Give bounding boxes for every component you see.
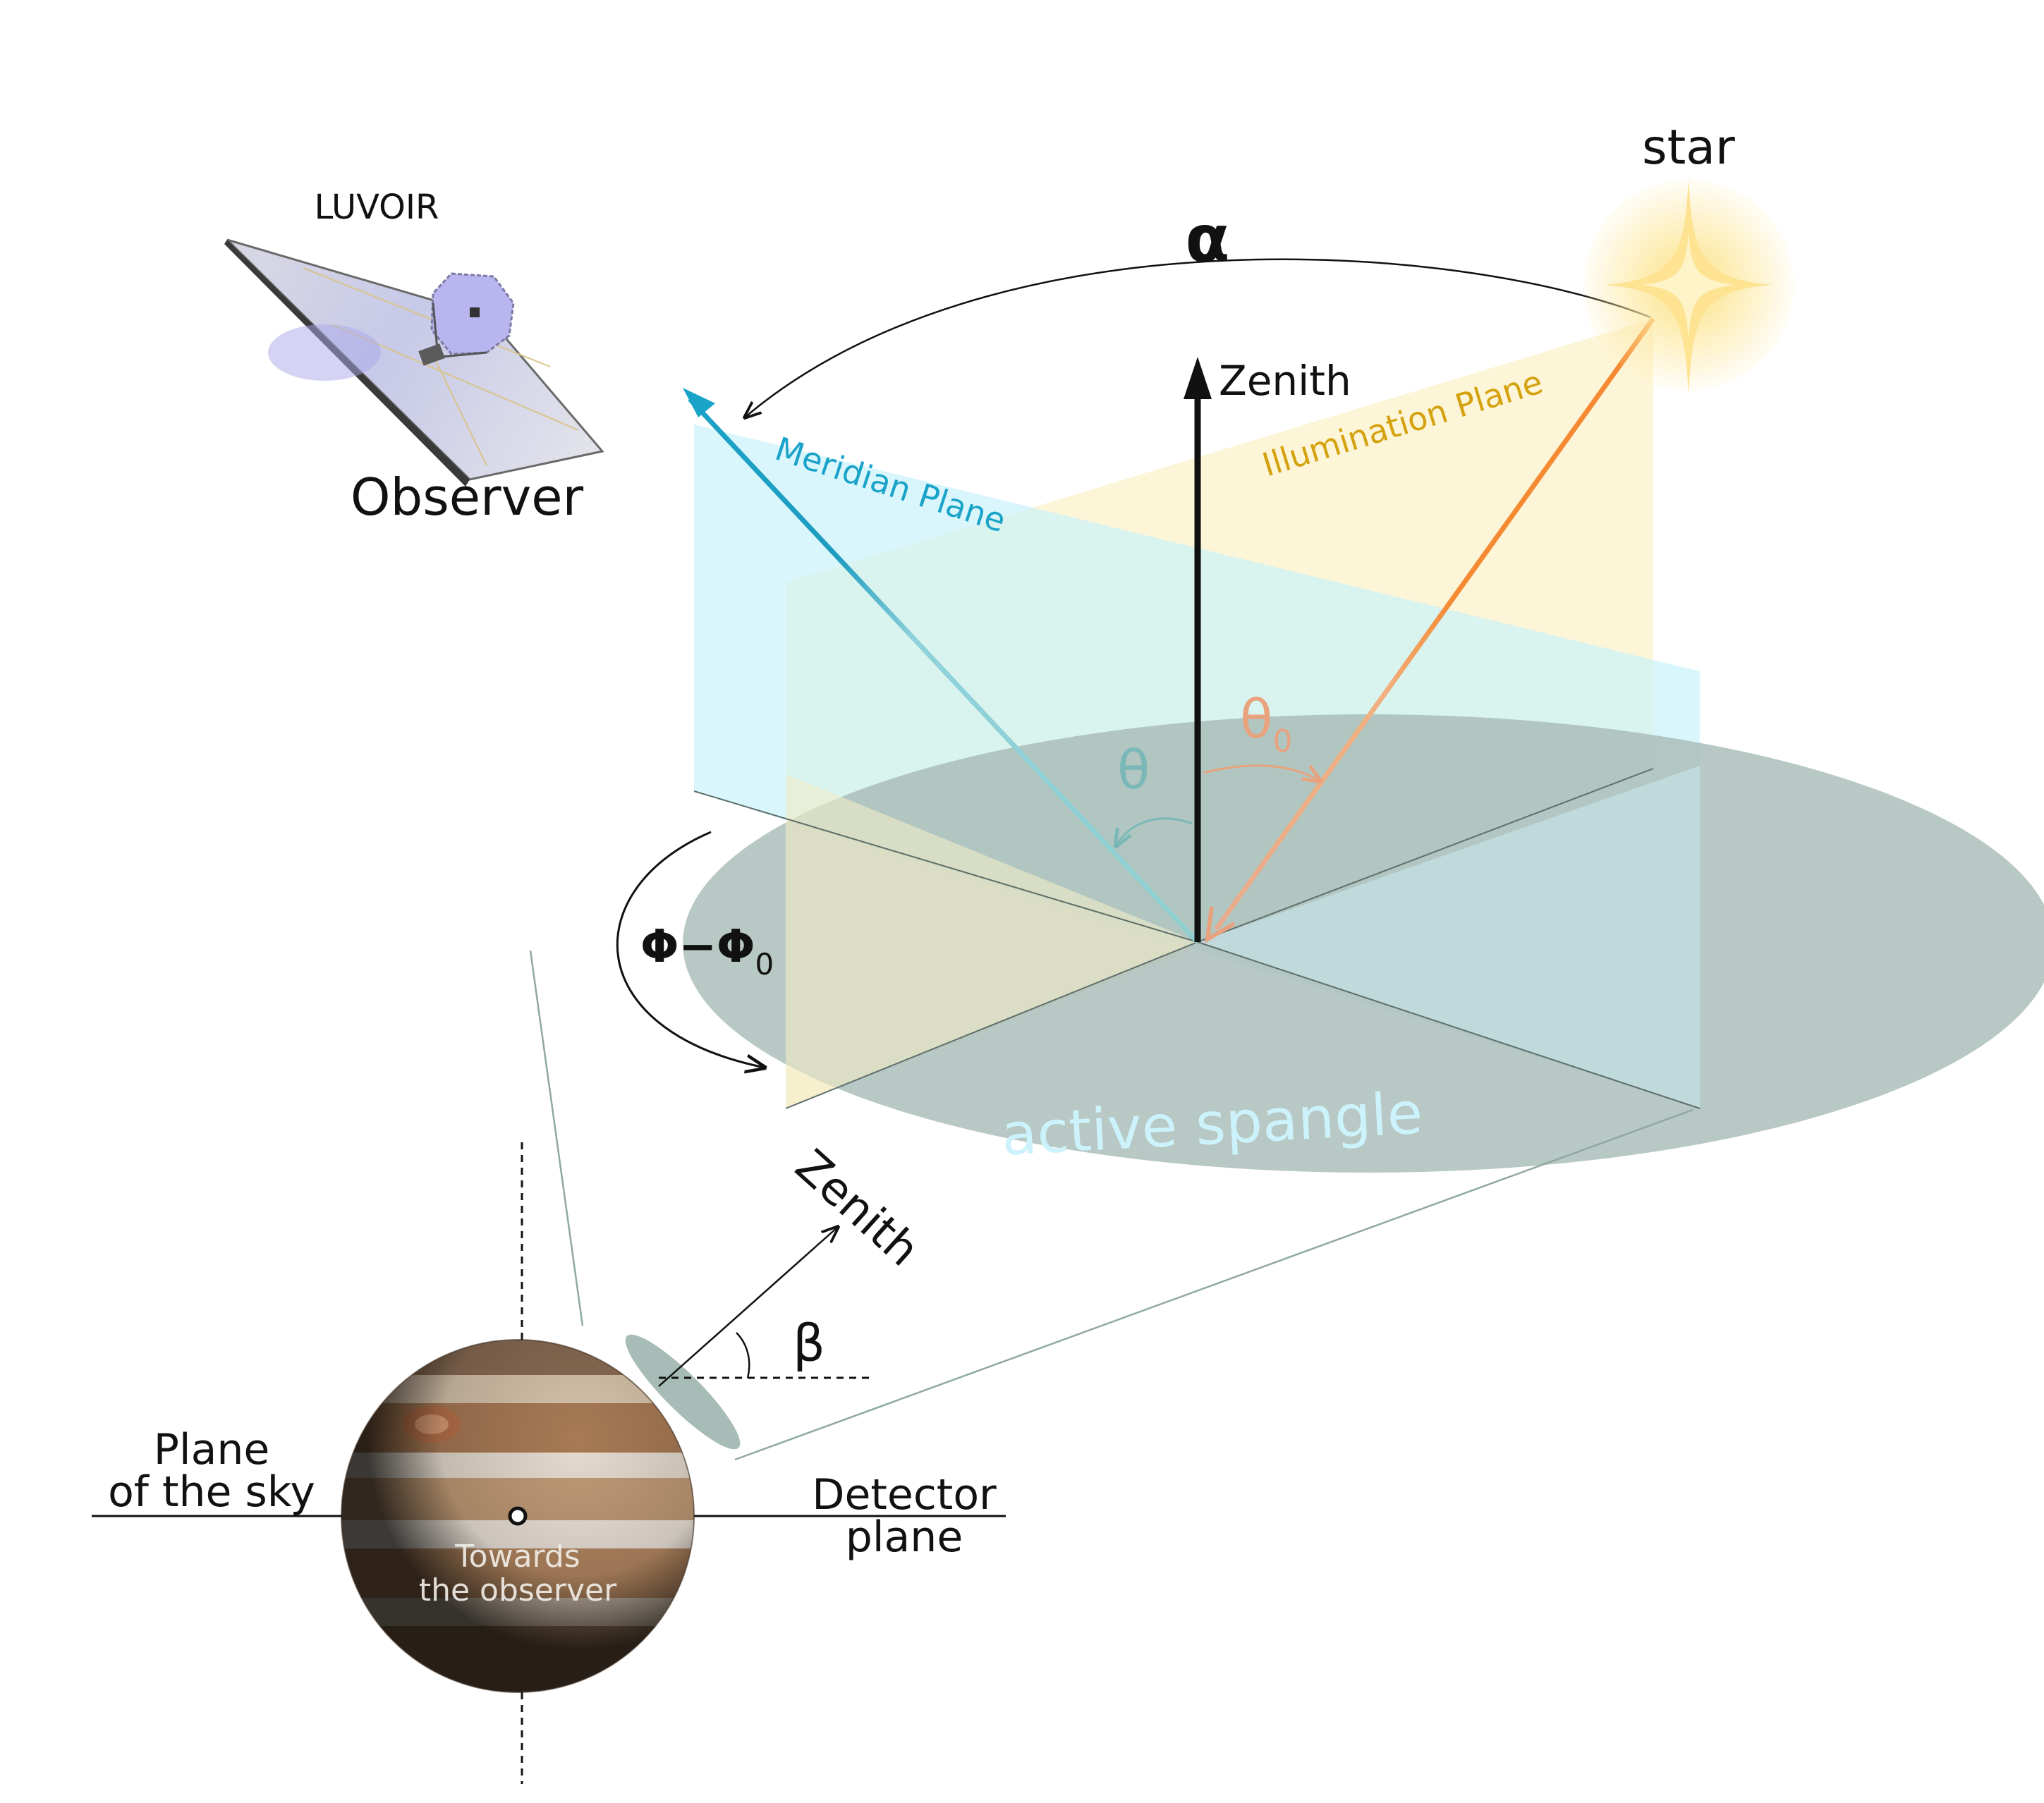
reference-lines (92, 1142, 1006, 1784)
theta0-label: θ0 (1240, 687, 1293, 759)
theta-arc (1116, 817, 1193, 846)
plane-of-sky-label-line1: Plane (154, 1425, 270, 1474)
detector-plane-label-line2: plane (846, 1512, 963, 1562)
star-label: star (1642, 120, 1735, 176)
phi-base: Φ−Φ (640, 921, 755, 973)
theta0-arc (1203, 764, 1320, 781)
spangle-on-planet (625, 1334, 741, 1450)
zenith-bottom-label: Zenith (785, 1140, 929, 1277)
detector-plane-label-line1: Detector (812, 1470, 997, 1520)
plane-of-sky-label-line2: of the sky (108, 1467, 315, 1517)
observer-direction-marker (508, 1506, 528, 1526)
plane-intersection-lines (693, 768, 1701, 1109)
alpha-label: α (1185, 201, 1229, 276)
beta-arc (736, 1332, 750, 1379)
meridian-arrowhead (683, 388, 715, 417)
beta-label: β (793, 1314, 825, 1373)
local-zenith-arrow (658, 1227, 838, 1387)
phi-label: Φ−Φ0 (640, 921, 774, 982)
sparkle-star-icon (1583, 179, 1794, 395)
phi-arc (616, 831, 765, 1068)
star-ray-arrowhead (1205, 906, 1236, 943)
theta0-base: θ (1240, 687, 1273, 750)
luvoir-label: LUVOIR (315, 188, 439, 227)
observer-label: Observer (351, 467, 584, 527)
phi-subscript: 0 (755, 947, 774, 982)
theta0-subscript: 0 (1273, 723, 1293, 759)
alpha-arc (745, 258, 1651, 417)
star-ray (1214, 317, 1655, 931)
zenith-top-label: Zenith (1219, 357, 1351, 405)
towards-observer-label-line2: the observer (419, 1572, 617, 1608)
jupiter-icon (341, 1339, 695, 1693)
spangle-projection-lines (529, 950, 1693, 1461)
towards-observer-label-line1: Towards (454, 1539, 580, 1575)
telescope-icon (224, 238, 604, 487)
theta-label: θ (1117, 738, 1150, 801)
